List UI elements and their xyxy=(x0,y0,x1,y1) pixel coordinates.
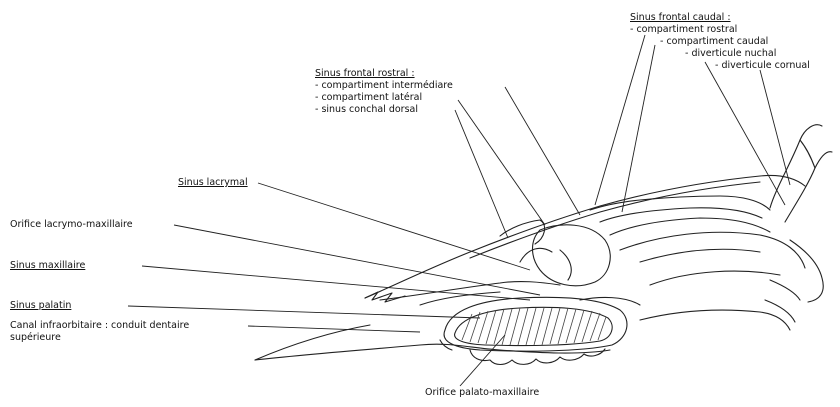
label-diverticule-cornual: - diverticule cornual xyxy=(715,60,810,71)
leader-compartiment-rostral xyxy=(595,35,645,205)
leader-compartiment-lateral xyxy=(458,100,545,225)
leader-sinus-conchal xyxy=(455,110,508,238)
label-orifice-palato-maxillaire: Orifice palato-maxillaire xyxy=(425,387,539,398)
leader-sinus-lacrymal xyxy=(258,183,530,270)
label-compartiment-lateral: - compartiment latéral xyxy=(315,92,422,103)
occipital-region xyxy=(790,240,823,302)
label-compartiment-rostral: - compartiment rostral xyxy=(630,24,737,35)
label-sinus-frontal-caudal: Sinus frontal caudal : xyxy=(630,12,731,23)
label-compartiment-intermediaire: - compartiment intermédiare xyxy=(315,80,453,91)
label-sinus-lacrymal: Sinus lacrymal xyxy=(178,177,248,188)
label-sinus-palatin: Sinus palatin xyxy=(10,300,71,311)
label-orifice-lacrymo-maxillaire: Orifice lacrymo-maxillaire xyxy=(10,219,133,230)
orbit-outline xyxy=(533,225,611,286)
label-sinus-maxillaire: Sinus maxillaire xyxy=(10,260,85,271)
skull-dorsal-outline xyxy=(365,175,805,298)
label-sinus-conchal-dorsal: - sinus conchal dorsal xyxy=(315,104,418,115)
leader-compartiment-intermediaire xyxy=(505,87,580,215)
skull-dorsal-inner xyxy=(470,182,760,258)
label-sinus-frontal-rostral: Sinus frontal rostral : xyxy=(315,68,415,79)
skull-ventral-outline xyxy=(255,344,610,360)
leader-canal-infraorbitaire xyxy=(248,326,420,332)
label-diverticule-nuchal: - diverticule nuchal xyxy=(685,48,776,59)
label-compartiment-caudal: - compartiment caudal xyxy=(660,36,768,47)
label-canal-infraorbitaire: Canal infraorbitaire : conduit dentaire xyxy=(10,320,189,331)
cranial-vault xyxy=(620,232,805,268)
leader-sinus-maxillaire xyxy=(142,266,530,300)
leader-lines xyxy=(128,35,790,386)
maxillary-sinus-outline xyxy=(444,297,627,351)
leader-sinus-palatin xyxy=(128,306,480,318)
leader-compartiment-caudal xyxy=(622,45,655,212)
label-canal-infraorbitaire-cont: supérieure xyxy=(10,332,61,343)
